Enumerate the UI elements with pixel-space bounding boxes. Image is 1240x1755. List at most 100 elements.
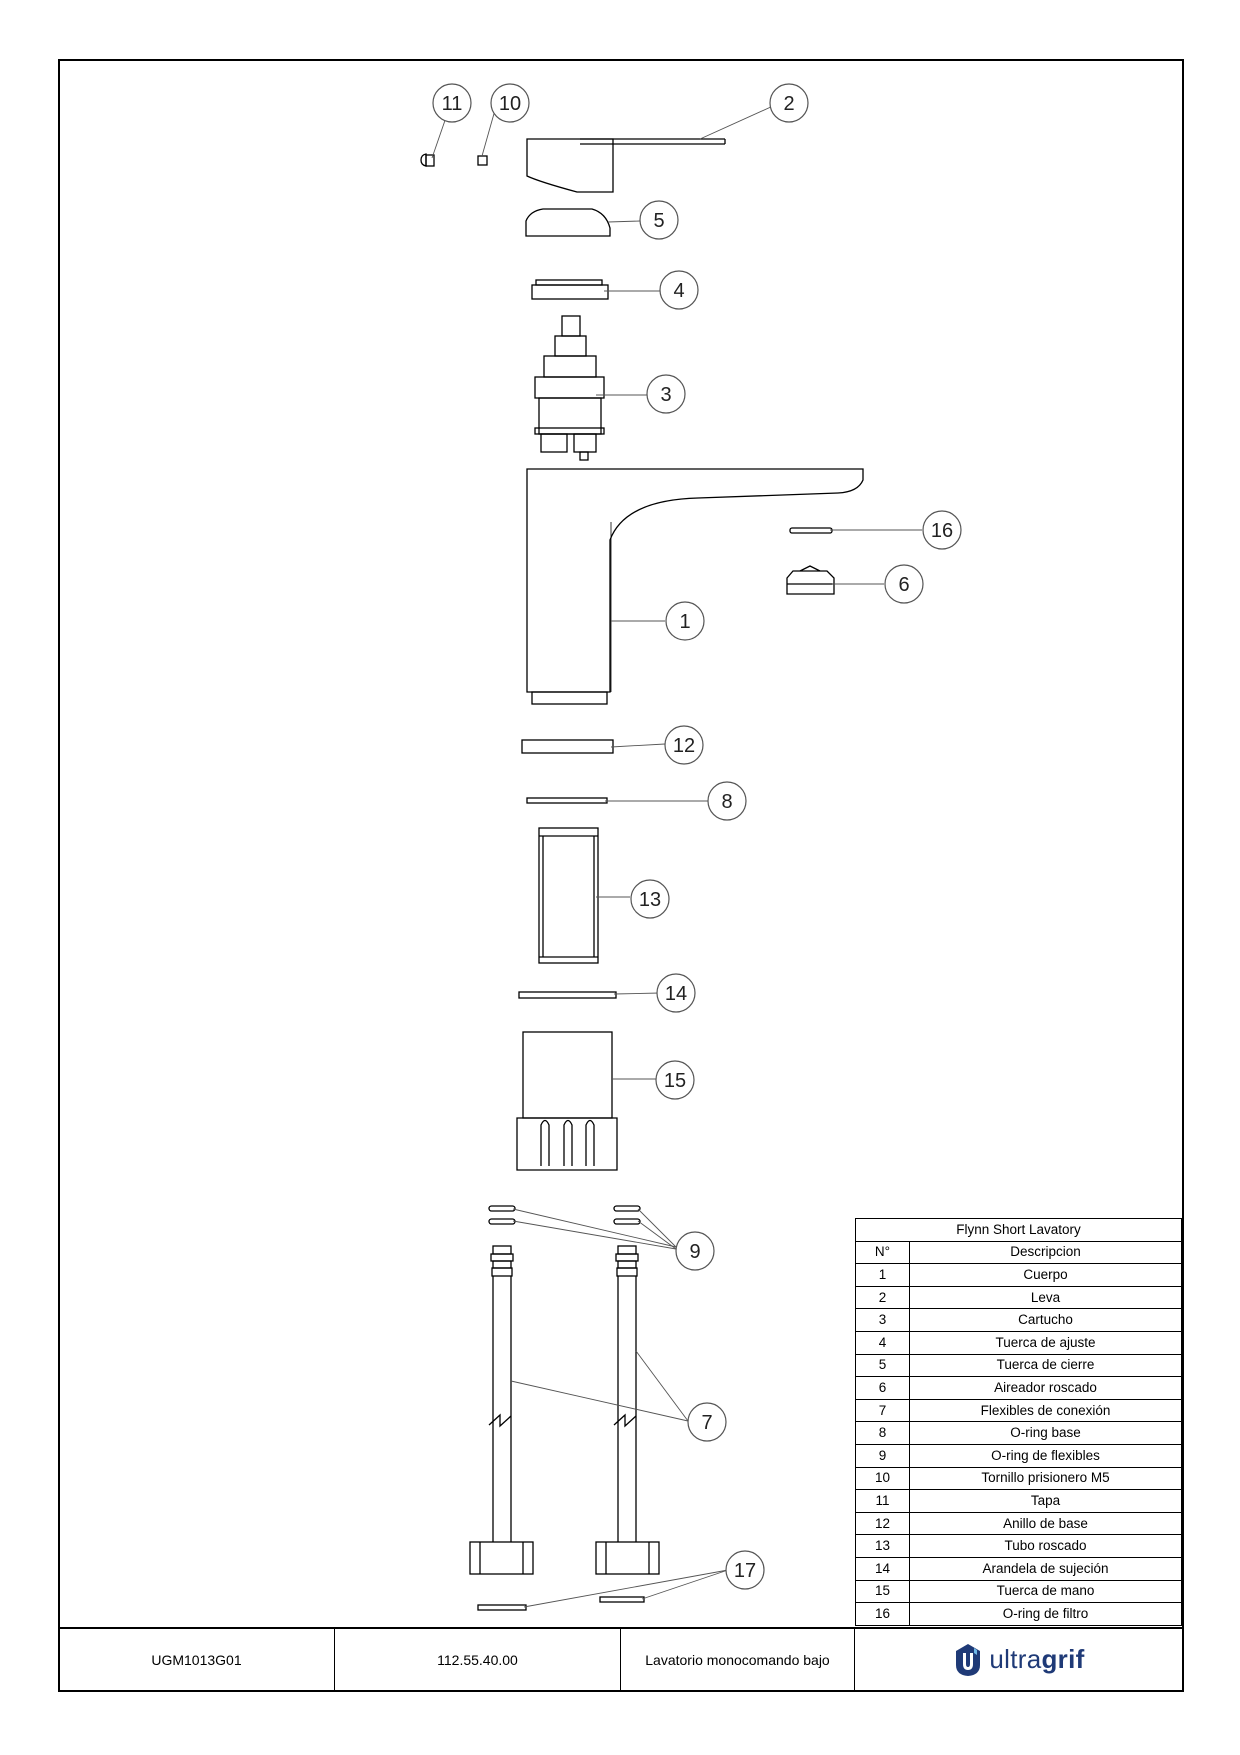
part-13-threaded-tube [538, 827, 599, 964]
callout-16: 16 [922, 510, 962, 550]
part-number-cell: 8 [855, 1421, 910, 1445]
callout-11: 11 [432, 83, 472, 123]
part-number-cell: 16 [855, 1602, 910, 1626]
title-block: UGM1013G01 112.55.40.00 Lavatorio monoco… [59, 1628, 1183, 1691]
callout-7: 7 [687, 1402, 727, 1442]
svg-text:10: 10 [499, 93, 521, 115]
part-description-cell: Cartucho [909, 1308, 1182, 1332]
callout-9: 9 [675, 1231, 715, 1271]
part-14-fastening-washer [518, 991, 617, 999]
part-description-cell: Cuerpo [909, 1263, 1182, 1287]
brand-name: ultragrif [989, 1644, 1084, 1675]
part-5-closing-nut [525, 208, 611, 237]
callout-8: 8 [707, 781, 747, 821]
callout-balloons: 11 10 2 5 4 3 16 6 1 12 8 13 14 15 9 7 1… [432, 83, 962, 1590]
part-16-oring-filter [789, 527, 833, 534]
part-number-cell: 6 [855, 1376, 910, 1400]
callout-6: 6 [884, 564, 924, 604]
callout-1: 1 [665, 601, 705, 641]
svg-text:9: 9 [689, 1241, 700, 1263]
column-header-number: N° [855, 1240, 910, 1265]
part-number-cell: 11 [855, 1489, 910, 1513]
svg-text:5: 5 [653, 210, 664, 232]
svg-text:13: 13 [639, 889, 661, 911]
svg-text:6: 6 [898, 574, 909, 596]
part-number-cell: 2 [855, 1285, 910, 1310]
part-number-cell: 7 [855, 1398, 910, 1423]
svg-text:2: 2 [783, 93, 794, 115]
part-description-cell: Anillo de base [909, 1511, 1182, 1536]
part-7-flexible-hose-left [469, 1245, 534, 1575]
product-reference: 112.55.40.00 [335, 1628, 621, 1691]
svg-text:12: 12 [673, 735, 695, 757]
part-number-cell: 15 [855, 1579, 910, 1604]
svg-text:16: 16 [931, 520, 953, 542]
callout-13: 13 [630, 879, 670, 919]
brand-name-bold: grif [1041, 1644, 1085, 1674]
ultragrif-drop-logo-icon [956, 1643, 981, 1676]
svg-text:14: 14 [665, 983, 687, 1005]
part-7-flexible-hose-right [595, 1245, 660, 1575]
callout-4: 4 [659, 270, 699, 310]
part-number-cell: 10 [855, 1466, 910, 1491]
part-description-cell: Tapa [909, 1489, 1182, 1513]
part-17-washers [477, 1596, 645, 1611]
part-3-cartridge [534, 315, 605, 461]
brand-logo: ultragrif [855, 1628, 1183, 1691]
callout-2: 2 [769, 83, 809, 123]
part-description-cell: Aireador roscado [909, 1376, 1182, 1400]
callout-14: 14 [656, 973, 696, 1013]
callout-3: 3 [646, 374, 686, 414]
svg-text:3: 3 [660, 384, 671, 406]
part-number-cell: 12 [855, 1511, 910, 1536]
part-number-cell: 1 [855, 1263, 910, 1287]
part-11-cap [420, 153, 435, 167]
callout-17: 17 [725, 1550, 765, 1590]
part-8-oring-base [526, 797, 608, 804]
leader-lines [431, 102, 922, 1608]
part-description-cell: Arandela de sujeción [909, 1556, 1182, 1581]
parts-table-header-row: N° Descripcion [855, 1240, 1182, 1265]
part-12-base-ring [521, 739, 614, 754]
part-description-cell: O-ring base [909, 1421, 1182, 1445]
part-number-cell: 9 [855, 1443, 910, 1468]
part-1-body [526, 468, 864, 705]
callout-15: 15 [655, 1060, 695, 1100]
callout-5: 5 [639, 200, 679, 240]
callout-10: 10 [490, 83, 530, 123]
svg-text:7: 7 [701, 1412, 712, 1434]
part-description-cell: Tuerca de ajuste [909, 1330, 1182, 1355]
svg-text:1: 1 [679, 611, 690, 633]
part-description-cell: Tornillo prisionero M5 [909, 1466, 1182, 1491]
svg-text:15: 15 [664, 1070, 686, 1092]
part-number-cell: 3 [855, 1308, 910, 1332]
parts-table-title: Flynn Short Lavatory [855, 1218, 1182, 1242]
part-description-cell: Tuerca de cierre [909, 1353, 1182, 1378]
part-15-hand-nut [516, 1031, 618, 1171]
part-number-cell: 5 [855, 1353, 910, 1378]
part-2-lever [526, 138, 726, 193]
part-description-cell: Tubo roscado [909, 1534, 1182, 1558]
part-description-cell: O-ring de flexibles [909, 1443, 1182, 1468]
svg-text:17: 17 [734, 1560, 756, 1582]
part-number-cell: 14 [855, 1556, 910, 1581]
part-description-cell: O-ring de filtro [909, 1602, 1182, 1626]
part-description-cell: Tuerca de mano [909, 1579, 1182, 1604]
svg-text:8: 8 [721, 791, 732, 813]
part-description-cell: Leva [909, 1285, 1182, 1310]
